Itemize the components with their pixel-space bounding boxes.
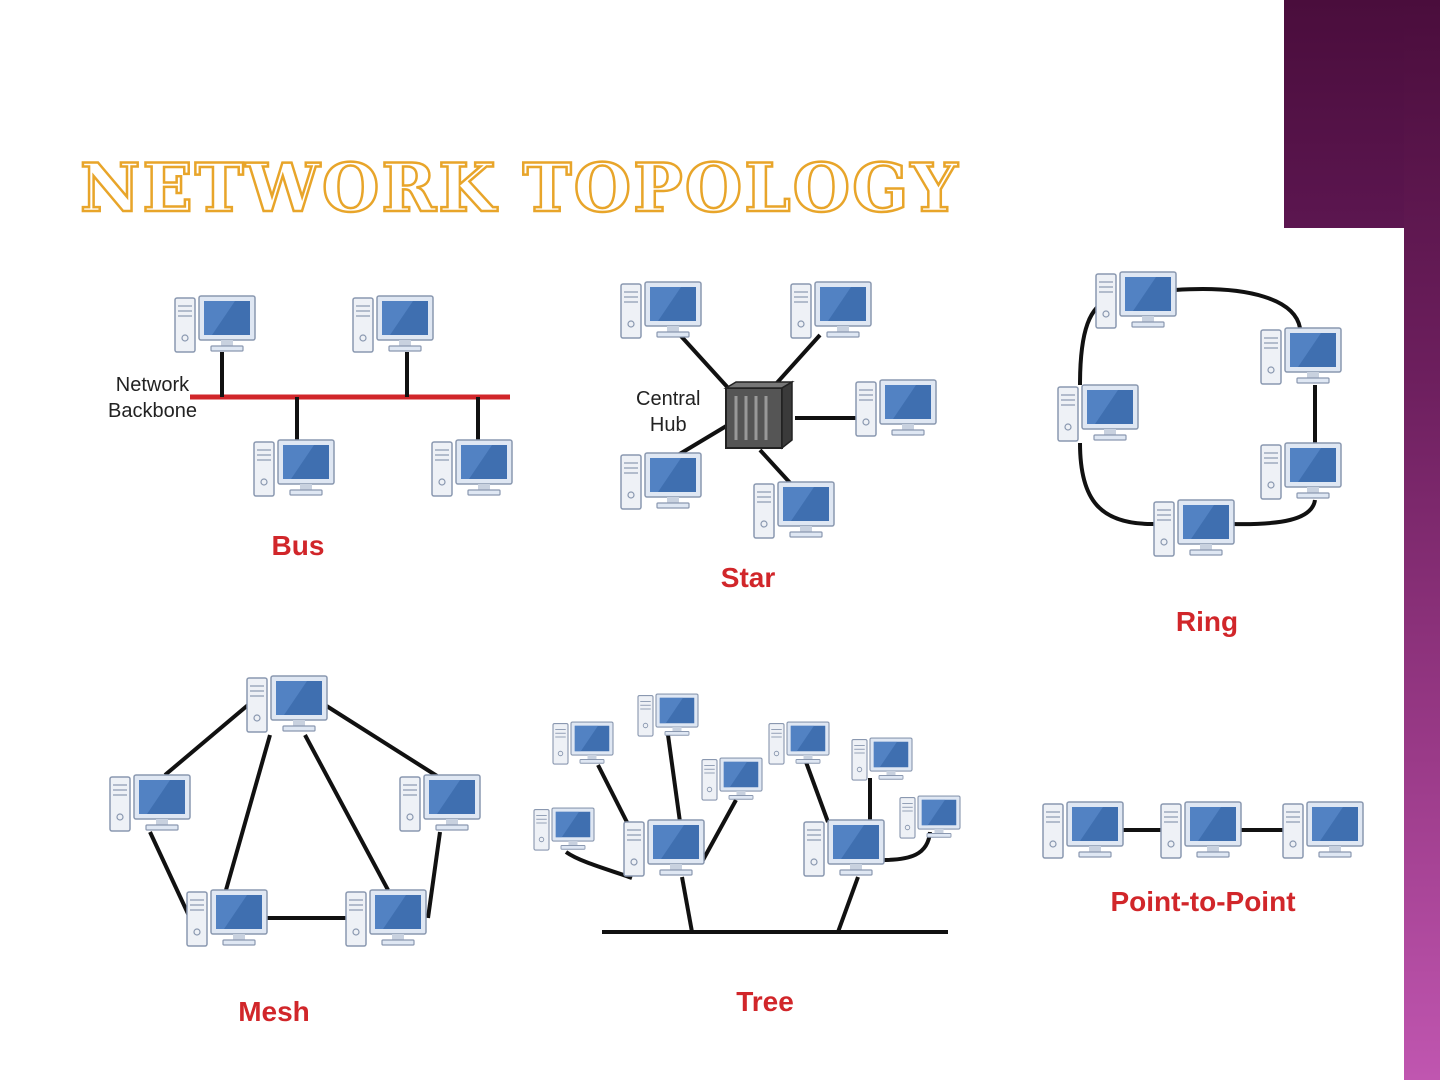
- desktop-computer-icon: [621, 282, 701, 338]
- ring-topology: [1058, 272, 1341, 556]
- desktop-computer-icon: [900, 796, 960, 838]
- desktop-computer-icon: [1161, 802, 1241, 858]
- desktop-computer-icon: [247, 676, 327, 732]
- desktop-computer-icon: [1043, 802, 1123, 858]
- desktop-computer-icon: [254, 440, 334, 496]
- desktop-computer-icon: [1096, 272, 1176, 328]
- desktop-computer-icon: [852, 738, 912, 780]
- star-hub-label: Central Hub: [636, 386, 700, 438]
- bus-backbone-label: Network Backbone: [108, 372, 197, 424]
- desktop-computer-icon: [702, 758, 762, 800]
- desktop-computer-icon: [553, 722, 613, 764]
- desktop-computer-icon: [534, 808, 594, 850]
- desktop-computer-icon: [432, 440, 512, 496]
- bus-topology: [175, 296, 512, 496]
- desktop-computer-icon: [769, 722, 829, 764]
- desktop-computer-icon: [1283, 802, 1363, 858]
- mesh-caption: Mesh: [238, 996, 310, 1028]
- desktop-computer-icon: [110, 775, 190, 831]
- backbone-label-line2: Backbone: [108, 398, 197, 424]
- desktop-computer-icon: [624, 820, 704, 876]
- desktop-computer-icon: [754, 482, 834, 538]
- point-to-point-caption: Point-to-Point: [1110, 886, 1295, 918]
- desktop-computer-icon: [1058, 385, 1138, 441]
- desktop-computer-icon: [856, 380, 936, 436]
- bus-caption: Bus: [272, 530, 325, 562]
- hub-label-line1: Central: [636, 386, 700, 412]
- desktop-computer-icon: [1261, 328, 1341, 384]
- desktop-computer-icon: [353, 296, 433, 352]
- desktop-computer-icon: [346, 890, 426, 946]
- mesh-topology: [110, 676, 480, 946]
- desktop-computer-icon: [638, 694, 698, 736]
- network-hub-icon: [726, 382, 792, 448]
- backbone-label-line1: Network: [108, 372, 197, 398]
- desktop-computer-icon: [804, 820, 884, 876]
- desktop-computer-icon: [791, 282, 871, 338]
- point-to-point-topology: [1043, 802, 1363, 858]
- tree-caption: Tree: [736, 986, 794, 1018]
- desktop-computer-icon: [175, 296, 255, 352]
- star-caption: Star: [721, 562, 775, 594]
- hub-label-line2: Hub: [636, 412, 700, 438]
- desktop-computer-icon: [1261, 443, 1341, 499]
- desktop-computer-icon: [400, 775, 480, 831]
- ring-caption: Ring: [1176, 606, 1238, 638]
- desktop-computer-icon: [621, 453, 701, 509]
- desktop-computer-icon: [1154, 500, 1234, 556]
- tree-topology: [534, 694, 960, 932]
- desktop-computer-icon: [187, 890, 267, 946]
